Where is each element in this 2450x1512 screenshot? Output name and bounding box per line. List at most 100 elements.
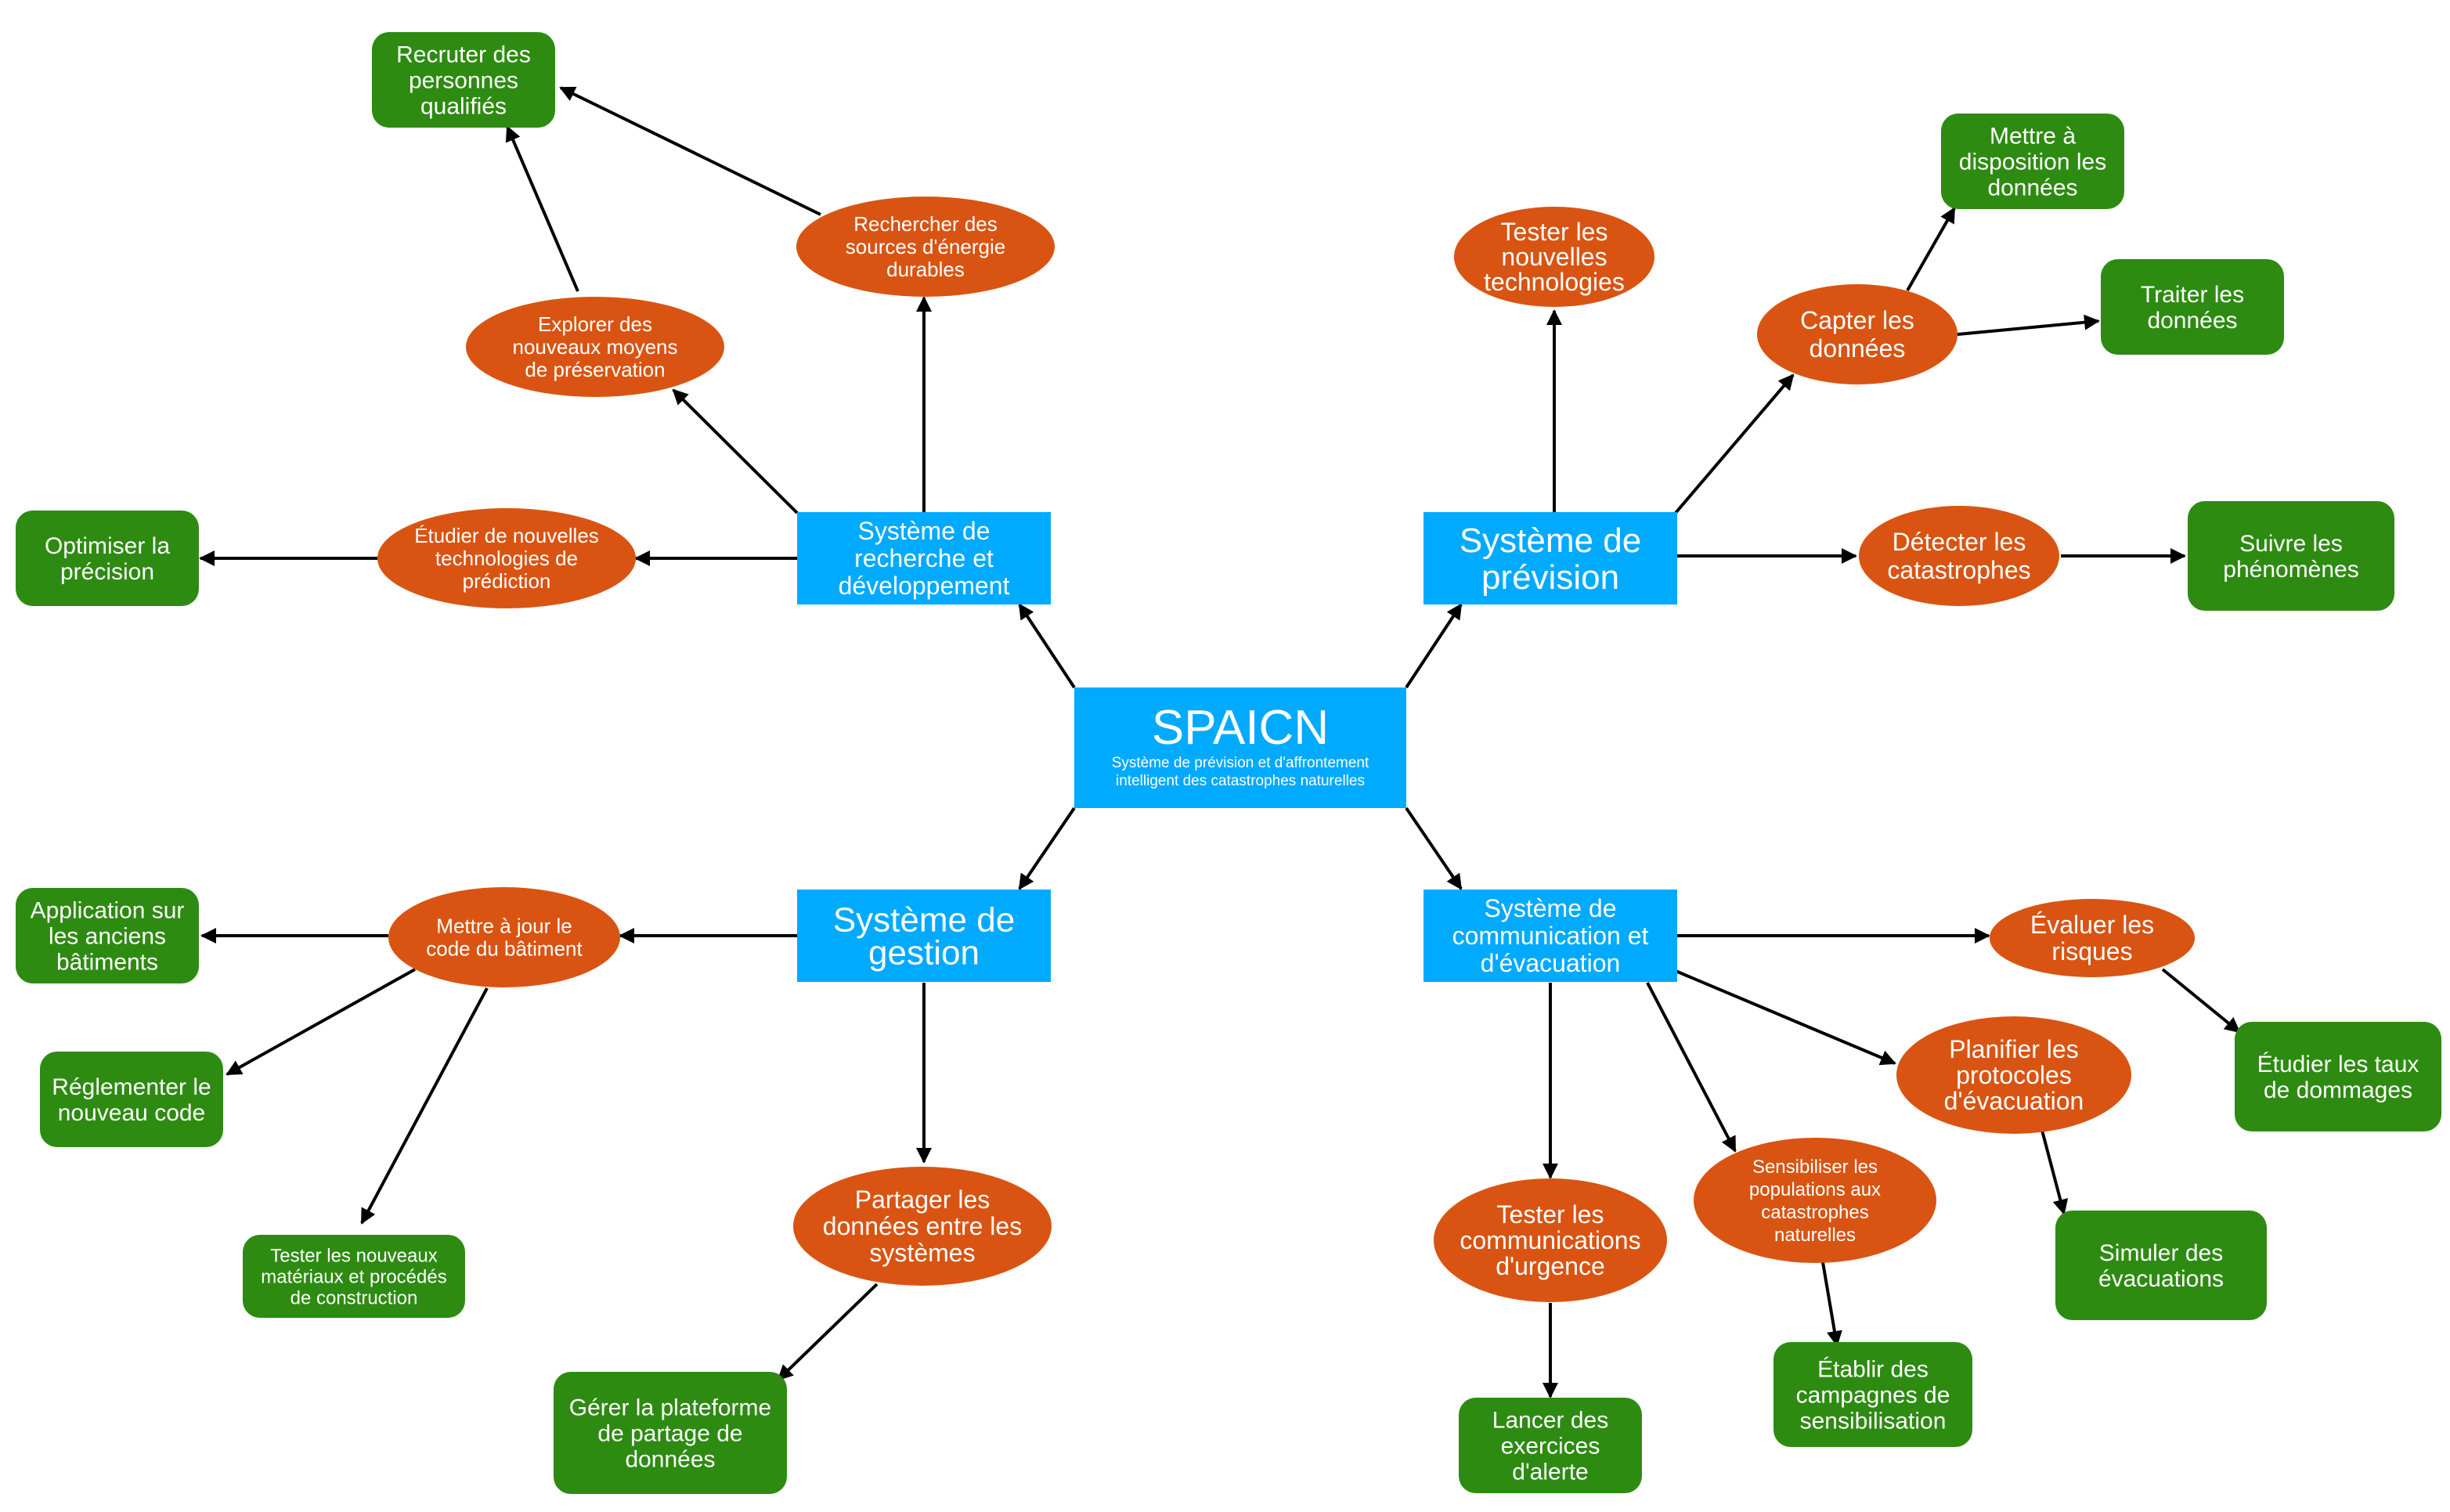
node-tester-comm-label-line: d'urgence [1496, 1252, 1605, 1280]
node-explorer-shape [466, 297, 724, 397]
node-rech-src-shape [796, 197, 1055, 297]
center-box [1074, 687, 1406, 808]
node-lancer-label-line: d'alerte [1512, 1460, 1588, 1485]
node-optimiser-label-line: précision [60, 559, 154, 585]
node-tester-tech-shape [1454, 207, 1654, 307]
node-rech-src-label-line: sources d'énergie [846, 235, 1005, 258]
node-partager-shape [793, 1167, 1052, 1286]
node-tester-mat-label-line: matériaux et procédés [261, 1266, 446, 1287]
node-partager-label-line: données entre les [823, 1212, 1022, 1240]
node-simuler-label-line: Simuler des [2099, 1240, 2223, 1266]
node-etablir-label-line: Établir des [1817, 1357, 1929, 1383]
node-sensibiliser-label-line: naturelles [1774, 1225, 1856, 1246]
node-planifier-label-line: protocoles [1956, 1061, 2072, 1089]
node-lancer-shape [1459, 1398, 1642, 1493]
edge-rd-explorer [672, 388, 799, 514]
node-mettre-dispo-shape [1941, 114, 2124, 209]
edge-center-gest [1018, 807, 1076, 890]
node-comm-label-line: d'évacuation [1481, 949, 1621, 977]
node-optimiser-label-line: Optimiser la [45, 533, 170, 559]
node-tester-comm-label-line: communications [1460, 1226, 1640, 1254]
edges [199, 86, 2241, 1398]
node-partager-label-line: Partager les [855, 1185, 990, 1214]
node-tester-comm-label-line: Tester les [1497, 1200, 1604, 1229]
node-sensibiliser-shape [1694, 1138, 1936, 1263]
node-recruter-label-line: qualifiés [420, 94, 507, 120]
node-evaluer-label-line: risques [2051, 937, 2132, 965]
node-simuler-label-line: évacuations [2098, 1266, 2224, 1292]
node-capter-shape [1757, 284, 1957, 384]
node-prev-label-line: Système de [1460, 521, 1641, 560]
node-etablir-shape [1773, 1342, 1972, 1447]
node-etudier-taux-shape [2235, 1022, 2441, 1131]
edge-rech-recruter [559, 86, 821, 216]
node-application-label-line: les anciens [49, 924, 166, 950]
node-reglementer-shape [40, 1052, 223, 1147]
node-recruter-shape [372, 32, 555, 128]
edge-comm-planifier [1675, 969, 1896, 1066]
center-title: SPAICN [1152, 701, 1329, 755]
node-simuler-shape [2055, 1211, 2267, 1320]
node-application-label-line: bâtiments [56, 950, 158, 976]
node-recruter-label-line: personnes [409, 68, 518, 94]
edge-maj-tester-mat [360, 987, 489, 1225]
node-etablir-label-line: campagnes de [1796, 1383, 1950, 1409]
edge-prev-capter [1674, 373, 1795, 514]
node-application-label-line: Application sur [31, 898, 185, 924]
node-rech-src-label-line: Rechercher des [853, 212, 998, 236]
node-etudier-taux-label-line: Étudier les taux [2257, 1052, 2419, 1077]
edge-sensibiliser-etablir [1821, 1261, 1842, 1347]
node-etudier-shape [377, 508, 636, 608]
node-sensibiliser-label-line: catastrophes [1761, 1202, 1868, 1223]
edge-comm-sensibiliser [1646, 982, 1737, 1153]
center-subtitle-line: Système de prévision et d'affrontement [1112, 755, 1369, 771]
node-lancer-label-line: exercices [1501, 1434, 1600, 1460]
node-evaluer-shape [1990, 899, 2195, 977]
node-gerer-label-line: de partage de [597, 1421, 742, 1447]
node-recruter-label-line: Recruter des [396, 42, 531, 68]
node-gerer-label-line: données [625, 1447, 715, 1473]
node-comm-label-line: Système de [1485, 894, 1617, 922]
node-prev-shape [1423, 512, 1677, 604]
node-reglementer-label-line: Réglementer le [52, 1074, 211, 1100]
edge-capter-mettre [1906, 207, 1956, 291]
node-rd-label-line: recherche et [854, 544, 994, 572]
node-gest-label-line: Système de [833, 900, 1015, 939]
node-mettre-dispo-label-line: disposition les [1959, 150, 2106, 175]
node-detecter-label-line: catastrophes [1887, 556, 2030, 584]
node-gerer-label-line: Gérer la plateforme [569, 1395, 771, 1421]
node-comm-shape [1423, 890, 1677, 982]
node-application-shape [16, 888, 199, 983]
node-reglementer-label-line: nouveau code [58, 1100, 206, 1126]
node-planifier-shape [1896, 1016, 2131, 1134]
edge-partager-gerer [777, 1283, 879, 1381]
node-rd-label-line: Système de [858, 517, 990, 545]
edge-center-comm [1405, 807, 1463, 890]
edge-center-prev [1405, 603, 1463, 689]
edge-center-rd [1018, 603, 1076, 689]
node-maj-code-label-line: code du bâtiment [426, 937, 583, 961]
node-suivre-label-line: Suivre les [2239, 531, 2343, 557]
node-explorer-label-line: Explorer des [538, 312, 652, 336]
node-tester-tech-label-line: nouvelles [1501, 243, 1607, 271]
node-comm-label-line: communication et [1452, 922, 1649, 950]
node-etudier-label-line: technologies de [435, 547, 578, 570]
